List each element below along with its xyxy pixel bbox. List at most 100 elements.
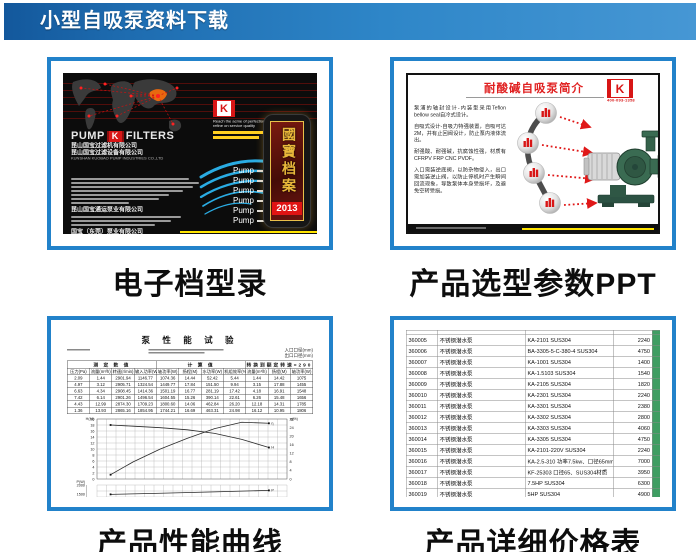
price-category-cell: 不锈钢潜水泵	[437, 422, 526, 434]
price-green-cell	[652, 334, 660, 346]
svg-text:12: 12	[290, 452, 294, 456]
price-value-cell: 2240	[613, 444, 653, 456]
catalog-text-bar	[71, 198, 159, 200]
company-name-2: 昆山国宝过滤设备有限公司	[71, 149, 144, 156]
slide-paragraphs-box: 泵浦的轴封设计-内装型采用Teflon bellow seal自冷式设计。自吸式…	[414, 105, 506, 229]
svg-text:η: η	[271, 421, 273, 425]
svg-text:P: P	[271, 488, 274, 492]
perf-column-header: 流量(m³/h)	[245, 368, 269, 375]
pump-image	[583, 130, 658, 207]
svg-text:η(%): η(%)	[290, 417, 299, 421]
price-model-cell: BA-3305-5-C-380-4 SUS304	[525, 345, 614, 357]
price-category-cell: 不锈钢潜水泵	[437, 345, 526, 357]
perf-cell: 1854.95	[133, 407, 157, 414]
price-model-cell: 7.5HP SUS304	[525, 477, 614, 489]
perf-column-header: 输入功率(W)	[133, 368, 157, 375]
perf-column-header: 轴功率(W)	[290, 368, 313, 375]
performance-sheet-image: 泵 性 能 试 验 入口口径(mm) 出口口径(mm) 测 定 数 值计 算 值…	[63, 330, 317, 497]
price-id-cell: 360015	[406, 444, 438, 456]
price-id-cell: 360017	[406, 466, 438, 478]
caption-ppt: 产品选型参数PPT	[409, 268, 657, 301]
perf-column-header: 水功率(W)	[200, 368, 224, 375]
price-green-cell	[652, 367, 660, 379]
gold-banner: 國寶档案 2013	[264, 115, 310, 227]
perf-column-header: 轴功率(W)	[156, 368, 180, 375]
banner-title: 國寶档案	[280, 127, 295, 195]
price-id-cell: 360012	[406, 411, 438, 423]
slide-k-logo-icon: K	[607, 79, 633, 98]
price-model-cell: 5HP SUS304	[525, 488, 614, 497]
caption-catalog: 电子档型录	[112, 268, 268, 301]
price-id-cell: 360009	[406, 378, 438, 390]
catalog-yellow-line	[179, 231, 317, 233]
svg-text:6: 6	[92, 459, 94, 463]
catalog-text-bar	[71, 220, 171, 222]
chain-spheres	[517, 102, 561, 214]
price-id-cell: 360006	[406, 345, 438, 357]
catalog-cell: PUMP K FILTERS 昆山国宝过滤机有限公司 昆山国宝过滤设备有限公司 …	[47, 57, 333, 316]
price-id-cell: 360018	[406, 477, 438, 489]
perf-cell: 1604.55	[156, 394, 180, 401]
slogan-line-1: Reach the acme of perfection	[213, 119, 266, 124]
perf-group-header: 计 算 值	[156, 360, 246, 369]
perf-cell: 1800.60	[156, 400, 180, 408]
price-category-cell: 不锈钢潜水泵	[437, 356, 526, 368]
catalog-left-text: PUMP K FILTERS 昆山国宝过滤机有限公司 昆山国宝过滤设备有限公司 …	[71, 130, 199, 234]
perf-cell: 13.93	[89, 407, 113, 414]
slide-diagram-graphic	[517, 102, 658, 214]
price-value-cell: 4750	[613, 433, 653, 445]
catalog-text-bar	[71, 194, 169, 196]
perf-cell: 16.12	[245, 407, 269, 414]
catalog-text-bar	[71, 202, 129, 204]
perf-cell: 1.36	[67, 407, 90, 414]
slide-paragraphs: 泵浦的轴封设计-内装型采用Teflon bellow seal自冷式设计。自吸式…	[414, 105, 506, 195]
page-title: 小型自吸泵资料下载	[40, 10, 229, 32]
perf-cell: 1501.19	[156, 387, 180, 395]
pump-line-label: Pump	[233, 196, 254, 205]
world-map-graphic	[72, 79, 182, 132]
price-value-cell: 2240	[613, 334, 653, 346]
price-value-cell: 4750	[613, 345, 653, 357]
slogan-line-2: refine on service quality	[213, 123, 256, 129]
curve-panel[interactable]: 泵 性 能 试 验 入口口径(mm) 出口口径(mm) 测 定 数 值计 算 值…	[47, 316, 333, 511]
price-green-cell	[652, 345, 660, 357]
svg-text:28: 28	[290, 417, 294, 421]
banner-year-badge: 2013	[272, 202, 302, 215]
price-id-cell: 360005	[406, 334, 438, 346]
perf-group-header: 测 定 数 值	[67, 360, 157, 369]
price-green-cell	[652, 411, 660, 423]
price-id-cell: 360013	[406, 422, 438, 434]
ppt-panel[interactable]: 耐酸碱自吸泵简介 K 400-093-1358 泵浦的轴封设计-内装型采用Tef…	[390, 57, 676, 250]
slide-paragraph: 泵浦的轴封设计-内装型采用Teflon bellow seal自冷式设计。	[414, 105, 506, 118]
price-category-cell: 不锈钢潜水泵	[437, 389, 526, 401]
price-green-cell	[652, 444, 660, 456]
perf-cell: 1074.36	[156, 374, 180, 382]
catalog-textlines-b	[71, 216, 197, 226]
svg-text:H(M): H(M)	[86, 417, 95, 421]
slide-title: 耐酸碱自吸泵简介	[484, 83, 584, 95]
price-value-cell: 4900	[613, 488, 653, 497]
meta-outlet-label: 出口口径(mm)	[284, 353, 314, 358]
pump-line-label: Pump	[233, 186, 254, 195]
price-id-cell: 360008	[406, 367, 438, 379]
catalog-text-bar	[71, 190, 183, 192]
price-category-cell: 不锈钢潜水泵	[437, 477, 526, 489]
svg-text:8: 8	[290, 460, 292, 464]
meta-inlet-label: 入口口径(mm)	[284, 347, 314, 353]
catalog-panel[interactable]: PUMP K FILTERS 昆山国宝过滤机有限公司 昆山国宝过滤设备有限公司 …	[47, 57, 333, 250]
